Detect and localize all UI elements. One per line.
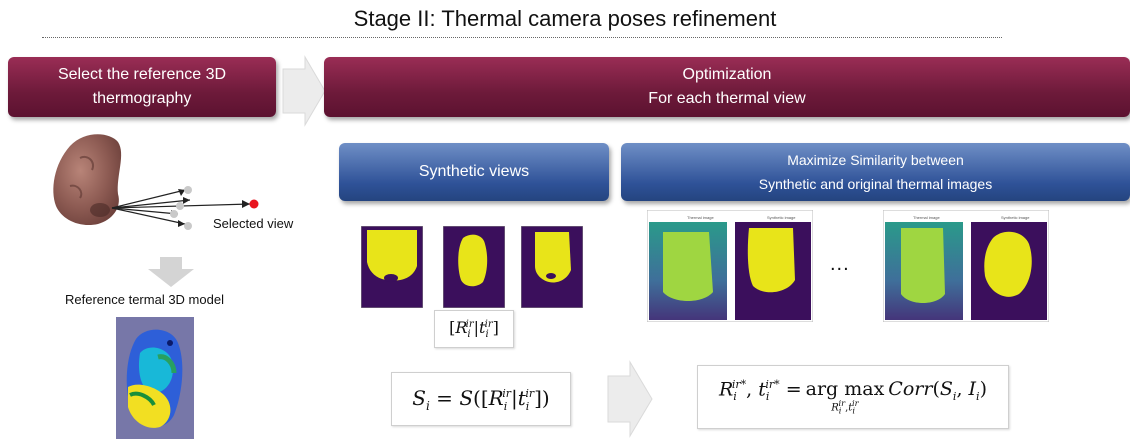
reference-model-rays [53,134,259,230]
svg-text:Thermal image: Thermal image [913,215,940,220]
title-divider [42,37,1002,38]
similarity-formula: Si = S([Riir|tiir]) [391,372,571,426]
selected-view-dot [249,199,259,209]
pose-formula: [Riir|tiir] [434,310,514,348]
maximize-line1: Maximize Similarity between [787,152,964,168]
flow-arrow-icon [282,55,326,127]
comparison-pair-1: Thermal image Synthetic image [647,210,813,322]
select-reference-line2: thermography [92,90,192,107]
synthetic-views-box: Synthetic views [339,143,609,201]
optimization-line2: For each thermal view [648,90,806,107]
result-arrow-icon [607,360,653,438]
svg-text:Synthetic image: Synthetic image [767,215,796,220]
synthetic-view-2 [443,226,505,308]
selected-view-label: Selected view [213,216,294,231]
maximize-similarity-box: Maximize Similarity between Synthetic an… [621,143,1130,201]
synthetic-views-label: Synthetic views [418,163,530,180]
diagram-title: Stage II: Thermal camera poses refinemen… [353,6,777,31]
down-arrow-icon [148,257,194,287]
optimization-box: Optimization For each thermal view [324,57,1130,117]
select-reference-line1: Select the reference 3D [57,66,227,83]
ellipsis: ... [830,253,850,275]
synthetic-view-3 [521,226,583,308]
argmax-formula: Riir*, tiir* = arg max Riir,tiir Corr(Si… [697,365,1009,429]
select-reference-box: Select the reference 3D thermography [8,57,276,117]
maximize-line2: Synthetic and original thermal images [758,176,993,192]
svg-text:Thermal image: Thermal image [687,215,714,220]
comparison-pair-2: Thermal image Synthetic image [883,210,1049,322]
object-3d-shape [53,134,122,226]
synthetic-view-1 [361,226,423,308]
svg-text:Synthetic image: Synthetic image [1001,215,1030,220]
reference-thermal-model [116,317,194,439]
optimization-line1: Optimization [682,66,772,83]
reference-model-label: Reference termal 3D model [65,292,224,307]
